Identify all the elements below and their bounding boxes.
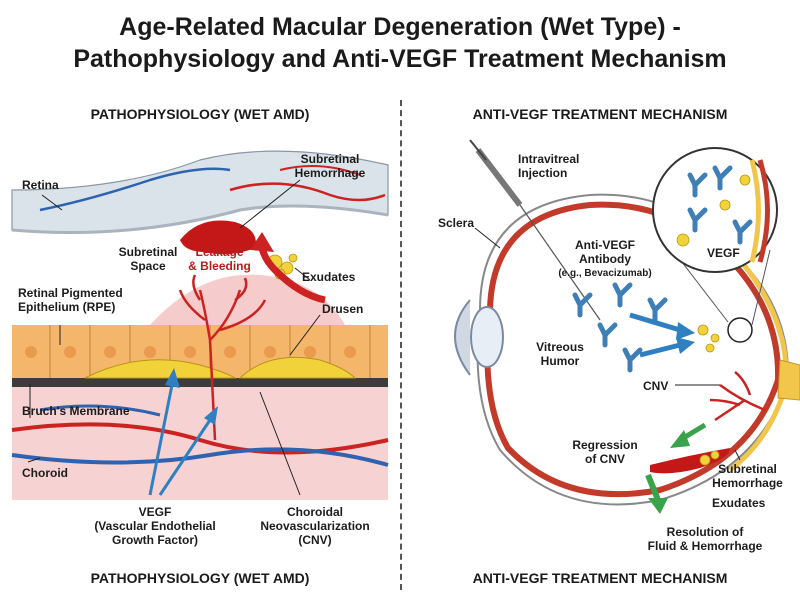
label-vegf-left: VEGF (Vascular Endothelial Growth Factor…	[94, 505, 216, 547]
eye-exudates	[699, 450, 720, 466]
label-vitreous-humor: Vitreous Humor	[536, 340, 584, 368]
label-anti-vegf-antibody: Anti-VEGF Antibody	[575, 238, 635, 266]
label-intravitreal-injection: Intravitreal Injection	[518, 152, 580, 180]
panel-divider	[400, 100, 402, 590]
right-panel-footer: ANTI-VEGF TREATMENT MECHANISM	[472, 570, 728, 586]
drusen-deposit-2	[238, 356, 357, 379]
choroid-pointer	[27, 457, 41, 463]
label-rpe: Retinal Pigmented Epithelium (RPE)	[18, 286, 123, 314]
retina-lower-edge	[11, 204, 389, 234]
exudate-pointer	[294, 267, 311, 281]
antibody-arrow-2-head	[676, 337, 695, 354]
choroid-vein-2	[39, 404, 161, 417]
label-subretinal-space: Subretinal Space	[118, 245, 178, 273]
left-panel-heading: PATHOPHYSIOLOGY (WET AMD)	[90, 106, 310, 122]
regression-arrow-head	[670, 430, 690, 448]
label-choroid: Choroid	[22, 466, 68, 480]
vegf-arrow-1-head	[165, 368, 180, 388]
leakage-arrow-head	[250, 232, 274, 252]
retina-vein	[39, 167, 231, 212]
bruchs-membrane-layer	[12, 378, 388, 387]
antibodies	[572, 282, 668, 373]
label-bruchs-membrane: Bruch's Membrane	[22, 404, 130, 418]
label-exudates-right: Exudates	[712, 496, 766, 510]
optic-nerve	[777, 359, 800, 401]
resolution-arrow-head	[648, 498, 668, 514]
sclera-pointer	[474, 227, 501, 249]
magnify-target	[727, 317, 753, 343]
label-drusen: Drusen	[322, 302, 364, 316]
lens	[470, 306, 504, 368]
label-subretinal-hemorrhage-right: Subretinal Hemorrhage	[712, 462, 783, 490]
main-title-line-2: Pathophysiology and Anti-VEGF Treatment …	[73, 45, 727, 73]
choroid-vein	[11, 447, 389, 467]
drusen-pointer	[289, 314, 321, 356]
label-antibody-example: (e.g., Bevacizumab)	[558, 268, 652, 279]
choroid-layer	[12, 385, 388, 500]
leakage-arrow-shaft	[258, 247, 326, 304]
label-sclera: Sclera	[438, 216, 475, 230]
cornea	[454, 299, 471, 376]
inset-antibodies	[687, 165, 753, 245]
vegf-arrow-2-head	[204, 406, 218, 425]
antibody-arrow-1	[629, 312, 681, 333]
label-left-exudates: Exudates	[302, 270, 356, 284]
drusen-deposit-1	[84, 359, 237, 379]
left-panel-footer: PATHOPHYSIOLOGY (WET AMD)	[90, 570, 310, 586]
subretinal-hemorrhage	[180, 220, 256, 255]
eye-choroid-layer	[484, 201, 782, 498]
inset-retina	[749, 159, 761, 263]
antibody-arrow-2	[639, 342, 681, 358]
label-regression-cnv: Regression of CNV	[572, 438, 638, 466]
inset-vegf	[676, 174, 751, 247]
label-cnv-right: CNV	[643, 379, 669, 393]
label-cnv-left: Choroidal Neovascularization (CNV)	[260, 505, 370, 547]
vegf-arrow-1	[148, 384, 174, 496]
eye-cnv-vessels	[709, 371, 766, 422]
antibody-arrow-1-head	[676, 322, 695, 340]
vegf-molecules	[697, 324, 720, 353]
resolution-arrow	[645, 473, 661, 502]
label-vegf-inset: VEGF	[707, 246, 740, 260]
cnv-pointer	[259, 391, 301, 496]
retina-artery-2	[279, 165, 361, 176]
right-panel-heading: ANTI-VEGF TREATMENT MECHANISM	[472, 106, 728, 122]
eye-hemorrhage	[650, 448, 730, 474]
magnify-line-2	[751, 249, 771, 326]
label-resolution: Resolution of Fluid & Hemorrhage	[647, 525, 763, 553]
label-leakage-bleeding: Leakage & Bleeding	[188, 245, 251, 273]
hemorrhage-eye-pointer	[734, 449, 741, 461]
retina-pointer	[41, 194, 63, 211]
rpe-nuclei	[25, 346, 356, 358]
vegf-arrow-2	[158, 419, 212, 496]
hemorrhage-pointer	[239, 179, 301, 229]
main-title-line-1: Age-Related Macular Degeneration (Wet Ty…	[119, 13, 681, 41]
retina-artery	[229, 182, 386, 202]
inset-choroid	[757, 159, 770, 263]
label-subretinal-hemorrhage: Subretinal Hemorrhage	[294, 152, 366, 180]
label-retina: Retina	[22, 178, 59, 192]
